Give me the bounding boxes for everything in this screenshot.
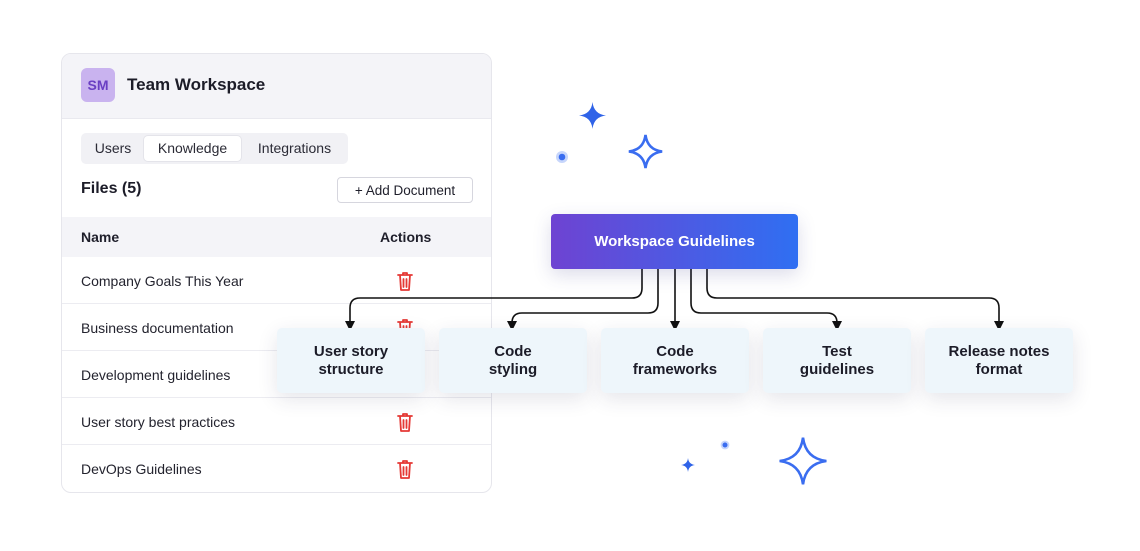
connector-test-guidelines [690,269,842,331]
workspace-title: Team Workspace [127,75,266,94]
file-name: DevOps Guidelines [81,461,202,477]
file-name: Company Goals This Year [81,273,244,289]
table-row: DevOps Guidelines [62,445,491,492]
connector-user-story [345,269,643,331]
node-code-frameworks: Code frameworks [601,328,749,393]
column-header-name: Name [81,229,120,245]
files-title: Files (5) [81,180,142,197]
dot-icon [720,440,730,450]
connector-code-styling [507,269,659,331]
avatar: SM [81,68,115,102]
node-release-notes-format: Release notes format [925,328,1073,393]
table-row: User story best practices [62,398,491,445]
sparkle-icon [779,437,827,485]
sparkle-icon [628,134,663,169]
tab-bar: Users Knowledge Integrations [81,133,348,164]
sparkle-icon [579,102,606,129]
node-code-styling: Code styling [439,328,587,393]
sparkle-icon [681,458,695,472]
file-name: User story best practices [81,414,236,430]
tab-users[interactable]: Users [94,140,132,156]
node-test-guidelines: Test guidelines [763,328,911,393]
connector-release-notes [706,269,1004,331]
tab-knowledge[interactable]: Knowledge [144,136,241,161]
node-user-story-structure: User story structure [277,328,425,393]
dot-icon [556,151,568,163]
team-workspace-panel: SM Team Workspace Users Knowledge Integr… [61,53,492,493]
table-header: Name Actions [62,217,491,257]
add-document-button[interactable]: + Add Document [337,177,473,203]
tab-integrations[interactable]: Integrations [257,140,332,156]
panel-header: SM Team Workspace [62,54,491,119]
table-row: Company Goals This Year [62,257,491,304]
workspace-guidelines-node: Workspace Guidelines [551,214,798,269]
file-name: Development guidelines [81,367,231,383]
file-name: Business documentation [81,320,234,336]
table-row: Business documentation [62,304,491,351]
trash-icon[interactable] [395,411,415,433]
column-header-actions: Actions [380,229,432,245]
trash-icon[interactable] [395,458,415,480]
trash-icon[interactable] [395,270,415,292]
